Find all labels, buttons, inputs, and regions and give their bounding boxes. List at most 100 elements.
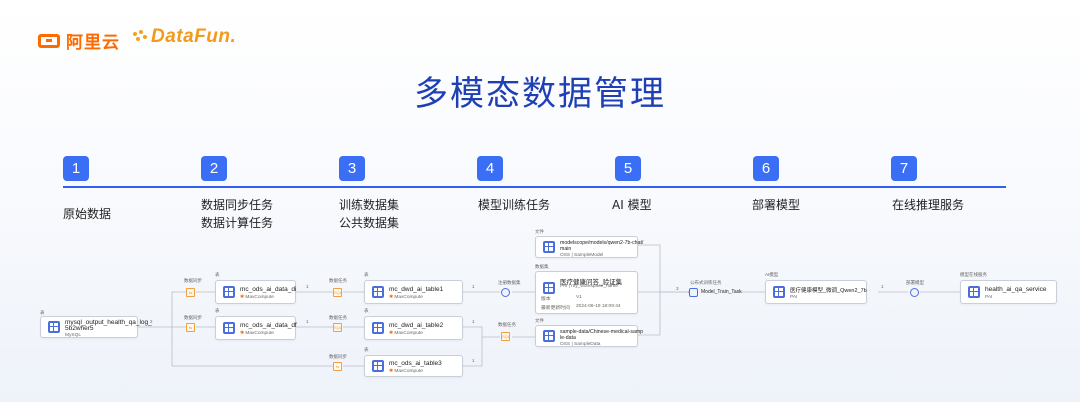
service-icon [968, 286, 980, 298]
model-file-name: modelscope/models/qwen2-7b-chat/ main [560, 240, 644, 252]
maxcompute-icon: ✱ [389, 331, 395, 336]
calc2-tag: 数据任务 [329, 315, 347, 320]
table-icon [372, 286, 384, 298]
service-tag: 模型在线服务 [960, 272, 987, 277]
maxcompute-icon: ✱ [389, 369, 395, 374]
step-4-label: 模型训练任务 [478, 198, 551, 212]
sync-task-icon[interactable]: ⇆ [186, 288, 195, 297]
table-icon [223, 286, 235, 298]
model-file-sub: OSS | SampleModel [560, 253, 604, 258]
model-file-node[interactable]: modelscope/models/qwen2-7b-chat/ main OS… [535, 236, 643, 258]
step-3-label: 训练数据集 公共数据集 [339, 198, 400, 230]
dataset-icon [543, 282, 555, 294]
calc1-tag: 数据任务 [329, 278, 347, 283]
model-tag: AI模型 [765, 272, 779, 277]
ods-table3-sub: ✱ MaxCompute [389, 369, 423, 374]
ods-di-name: mc_ods_ai_data_di [240, 286, 297, 293]
data-file-name: sample-data/Chinese-medical-samp le-data [560, 329, 644, 341]
datafun-logo-text: DataFun. [151, 26, 237, 47]
ods-df-sub: ✱ MaxCompute [240, 331, 274, 336]
sync1-tag: 数据同步 [184, 278, 202, 283]
register-dataset-icon[interactable] [501, 288, 510, 297]
table2-tag: 表 [364, 308, 369, 313]
sync-task-icon[interactable]: ⇆ [333, 362, 342, 371]
dwd-table2-node[interactable]: mc_dwd_ai_table2 ✱ MaxCompute [364, 316, 463, 340]
data-task-tag: 数据任务 [498, 322, 516, 327]
table-icon [372, 322, 384, 334]
calc1-count: 1 [306, 284, 309, 289]
sync-top-tag: 表 [215, 272, 220, 277]
ods-table3-node[interactable]: mc_ods_ai_table3 ✱ MaxCompute [364, 355, 463, 377]
table-icon [48, 321, 60, 333]
file2-tag: 文件 [535, 318, 544, 323]
dwd-table2-name: mc_dwd_ai_table2 [389, 322, 444, 329]
dataset-node[interactable]: 医疗健康问答_验证集 PAI | my_workspace_name 版本 V1… [535, 271, 638, 314]
dataset-version-key: 版本 [541, 297, 551, 302]
step-6-number: 6 [753, 156, 779, 181]
ods-df-node[interactable]: mc_ods_ai_data_df ✱ MaxCompute [215, 316, 297, 340]
aliyun-logo: 阿里云 [38, 28, 120, 53]
dataset-name: 医疗健康问答_验证集 [560, 279, 623, 286]
edge-count-2: 1 [472, 319, 475, 324]
service-node[interactable]: health_ai_qa_service PAI [960, 280, 1057, 304]
register-task-tag: 注册数据集 [498, 280, 521, 285]
dwd-table1-node[interactable]: mc_dwd_ai_table1 ✱ MaxCompute [364, 280, 463, 304]
calc-task-icon[interactable]: SQL [333, 288, 343, 297]
model-edge-count: 1 [881, 284, 884, 289]
train-task-icon[interactable] [689, 288, 698, 297]
source-table-sub: MySQL [65, 333, 81, 338]
sync-task-icon[interactable]: ⇆ [186, 323, 195, 332]
step-7-number: 7 [891, 156, 917, 181]
step-7-label: 在线推理服务 [892, 198, 965, 212]
sync2-tag: 数据同步 [184, 315, 202, 320]
step-1-number: 1 [63, 156, 89, 181]
source-edge-count: 2 [150, 319, 153, 324]
aliyun-logo-icon [38, 33, 60, 48]
ai-model-sub: PAI [790, 295, 798, 300]
service-sub: PAI [985, 295, 993, 300]
table1-tag: 表 [364, 272, 369, 277]
step-5-label: AI 模型 [612, 198, 652, 212]
dataset-time-key: 最新更新时间 [541, 306, 570, 311]
page-title: 多模态数据管理 [414, 74, 666, 114]
dwd-table1-sub: ✱ MaxCompute [389, 295, 423, 300]
dwd-table1-name: mc_dwd_ai_table1 [389, 286, 444, 293]
edge-count-1: 1 [472, 284, 475, 289]
edge-count-3: 1 [472, 358, 475, 363]
service-name: health_ai_qa_service [985, 286, 1047, 293]
deploy-icon[interactable] [910, 288, 919, 297]
dataset-tag: 数据集 [535, 264, 549, 269]
file-icon [543, 241, 555, 253]
file1-tag: 文件 [535, 229, 544, 234]
file-icon [543, 330, 555, 342]
aliyun-logo-text: 阿里云 [66, 33, 120, 52]
train-tag: 公布式训练任务 [690, 280, 722, 285]
step-5-number: 5 [615, 156, 641, 181]
data-file-node[interactable]: sample-data/Chinese-medical-samp le-data… [535, 325, 643, 347]
ai-model-name: 医疗健康模型_微调_Qwen2_7b [790, 288, 867, 294]
dataset-sub: PAI | my_workspace_name [560, 284, 618, 289]
dataset-version-value: V1 [576, 295, 582, 300]
step-4-number: 4 [477, 156, 503, 181]
dwd-table2-sub: ✱ MaxCompute [389, 331, 423, 336]
table-icon [372, 360, 384, 372]
data-task-icon[interactable]: SQL [501, 332, 511, 341]
ods-di-node[interactable]: mc_ods_ai_data_di ✱ MaxCompute [215, 280, 296, 304]
step-2-number: 2 [201, 156, 227, 181]
calc2-count: 1 [306, 319, 309, 324]
ods-table3-name: mc_ods_ai_table3 [389, 360, 442, 367]
model-cube-icon [773, 286, 785, 298]
step-6-label: 部署模型 [752, 198, 801, 212]
step-1-label: 原始数据 [63, 207, 112, 221]
source-table-name: mysql_output_health_qa_log_ 5b2wher5 [65, 319, 152, 332]
train-task-name[interactable]: Model_Train_Task [701, 289, 742, 295]
dataset-time-value: 2024-06-19 18:09:44 [576, 304, 621, 309]
step-2-label: 数据同步任务 数据计算任务 [201, 198, 274, 230]
ods-di-sub: ✱ MaxCompute [240, 295, 274, 300]
source-table-node[interactable]: mysql_output_health_qa_log_ 5b2wher5 MyS… [40, 316, 152, 338]
maxcompute-icon: ✱ [240, 331, 246, 336]
table-icon [223, 322, 235, 334]
ai-model-node[interactable]: 医疗健康模型_微调_Qwen2_7b PAI [765, 280, 867, 304]
timeline-line [63, 186, 1006, 188]
calc-task-icon[interactable]: SQL [333, 323, 343, 332]
